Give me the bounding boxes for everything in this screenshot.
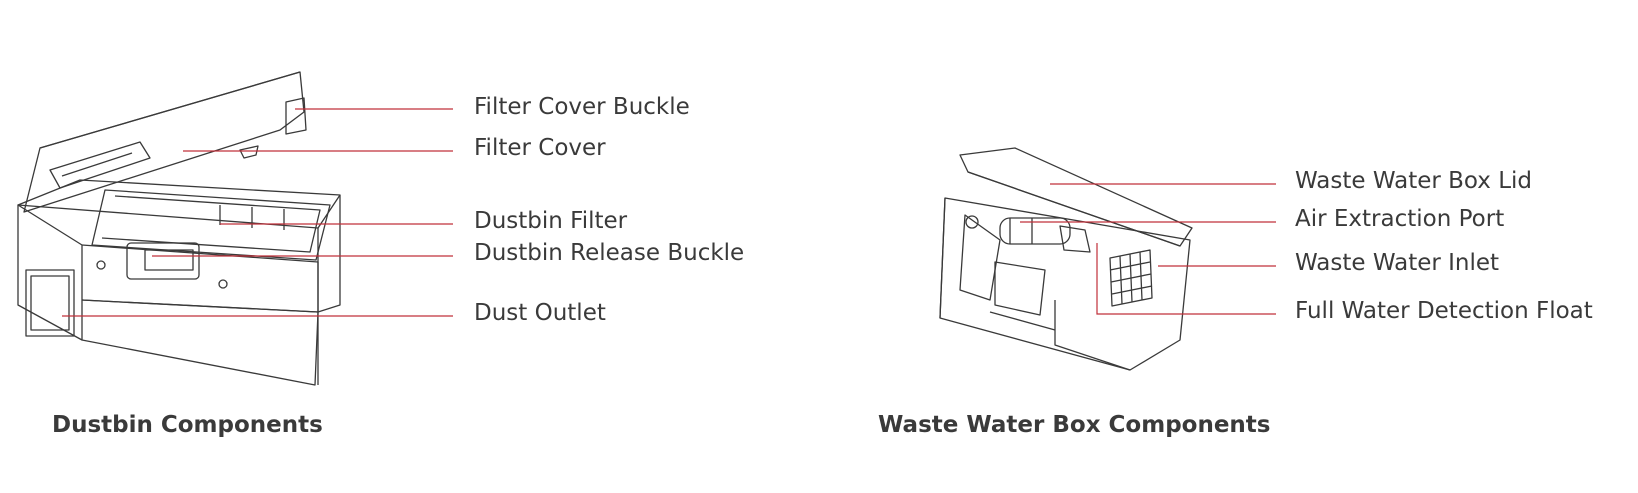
label-dust-outlet: Dust Outlet xyxy=(474,300,606,326)
caption-waste-water-box-components: Waste Water Box Components xyxy=(878,412,1271,438)
label-filter-cover-buckle: Filter Cover Buckle xyxy=(474,94,690,120)
label-dustbin-release-buckle: Dustbin Release Buckle xyxy=(474,240,745,266)
label-waste-water-inlet: Waste Water Inlet xyxy=(1295,250,1500,276)
label-full-water-detection-float: Full Water Detection Float xyxy=(1295,298,1593,324)
label-waste-water-box-lid: Waste Water Box Lid xyxy=(1295,168,1532,194)
leader-full-water-detection-float xyxy=(1096,243,1276,315)
caption-dustbin-components: Dustbin Components xyxy=(52,412,323,438)
label-filter-cover: Filter Cover xyxy=(474,135,606,161)
label-air-extraction-port: Air Extraction Port xyxy=(1295,206,1505,232)
label-dustbin-filter: Dustbin Filter xyxy=(474,208,628,234)
